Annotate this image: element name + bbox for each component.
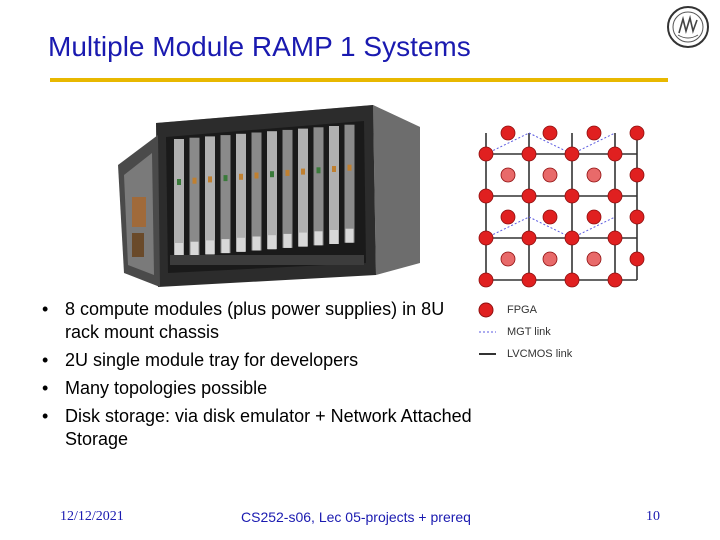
module-card <box>267 131 277 250</box>
fpga-node <box>500 209 516 225</box>
fpga-node <box>629 125 645 141</box>
legend-mgt-label: MGT link <box>507 326 551 338</box>
module-card-handle <box>206 240 214 255</box>
footer-course: CS252-s06, Lec 05-projects + prereq <box>241 509 471 525</box>
fpga-node <box>586 251 602 267</box>
module-card <box>282 129 293 248</box>
footer-page-number: 10 <box>646 509 660 524</box>
compute-module-cards <box>174 124 355 257</box>
module-card-component <box>223 175 228 182</box>
fpga-node <box>478 188 494 204</box>
fpga-node <box>564 272 580 288</box>
fpga-node <box>478 272 494 288</box>
topology-legend: FPGA MGT link LVCMOS link <box>476 300 596 362</box>
fpga-node <box>586 209 602 225</box>
module-card <box>329 126 339 244</box>
module-card-handle <box>299 232 307 247</box>
module-card-component <box>347 164 352 171</box>
module-card <box>205 136 215 255</box>
fpga-node <box>500 125 516 141</box>
module-card-component <box>177 179 181 185</box>
module-card-handle <box>330 230 338 244</box>
university-seal-icon <box>667 6 709 48</box>
bullet-marker: • <box>42 299 49 319</box>
module-card <box>236 133 246 252</box>
module-card-handle <box>283 233 292 248</box>
bullet-text: Many topologies possible <box>65 378 268 398</box>
fpga-node <box>521 146 537 162</box>
module-card <box>174 139 184 257</box>
module-card <box>298 128 308 247</box>
fpga-node <box>629 251 645 267</box>
title-underline <box>50 78 668 82</box>
bullet-marker: • <box>42 406 49 426</box>
module-card <box>220 135 231 254</box>
legend-fpga-label: FPGA <box>507 304 537 316</box>
module-card-component <box>239 173 243 180</box>
bullet-item: • 2U single module tray for developers <box>42 349 482 372</box>
module-card-handle <box>268 235 276 250</box>
module-card-handle <box>314 231 323 246</box>
fpga-node <box>542 167 558 183</box>
module-card-component <box>270 171 274 178</box>
fpga-node <box>607 146 623 162</box>
fpga-node <box>521 272 537 288</box>
module-card-component <box>254 172 259 179</box>
fpga-node <box>607 230 623 246</box>
bullet-list: • 8 compute modules (plus power supplies)… <box>42 298 482 456</box>
fpga-node <box>500 251 516 267</box>
module-card <box>344 124 355 243</box>
bullet-text: 2U single module tray for developers <box>65 350 359 370</box>
bullet-text: 8 compute modules (plus power supplies) … <box>65 299 445 342</box>
bullet-marker: • <box>42 378 49 398</box>
fpga-node <box>564 230 580 246</box>
module-card-handle <box>175 243 183 257</box>
module-card-component <box>285 169 290 176</box>
legend-fpga-swatch <box>478 302 494 318</box>
fpga-node <box>629 209 645 225</box>
module-card-component <box>208 176 212 183</box>
legend-swatches <box>478 302 496 355</box>
module-card-handle <box>345 228 354 243</box>
topology-grid-diagram <box>478 125 645 288</box>
module-card-handle <box>252 236 261 251</box>
rack-chassis-image <box>118 105 420 287</box>
bullet-item: • Many topologies possible <box>42 377 482 400</box>
fpga-node <box>521 188 537 204</box>
fpga-node <box>542 209 558 225</box>
bullet-item: • Disk storage: via disk emulator + Netwo… <box>42 405 482 451</box>
fpga-node <box>629 167 645 183</box>
fpga-node <box>478 146 494 162</box>
module-card-handle <box>221 239 230 254</box>
module-card-handle <box>190 241 199 256</box>
module-card <box>313 127 324 246</box>
bullet-marker: • <box>42 350 49 370</box>
slide-title: Multiple Module RAMP 1 Systems <box>48 31 471 62</box>
fpga-node <box>542 251 558 267</box>
fpga-node <box>478 230 494 246</box>
module-card-handle <box>237 237 245 252</box>
fpga-node <box>564 146 580 162</box>
legend-lvcmos-label: LVCMOS link <box>507 348 573 360</box>
fpga-node <box>500 167 516 183</box>
fpga-node <box>542 125 558 141</box>
fpga-node <box>607 188 623 204</box>
module-card <box>251 132 262 251</box>
module-card-component <box>316 167 321 174</box>
module-card-component <box>192 177 197 184</box>
module-card <box>189 137 200 256</box>
fpga-node <box>521 230 537 246</box>
fpga-node <box>586 167 602 183</box>
fpga-node <box>564 188 580 204</box>
fpga-node <box>586 125 602 141</box>
bullet-text: Disk storage: via disk emulator + Networ… <box>65 406 472 449</box>
fpga-node <box>607 272 623 288</box>
module-card-component <box>332 166 336 172</box>
module-card-component <box>301 168 305 175</box>
bullet-item: • 8 compute modules (plus power supplies)… <box>42 298 482 344</box>
footer-date: 12/12/2021 <box>60 509 124 524</box>
